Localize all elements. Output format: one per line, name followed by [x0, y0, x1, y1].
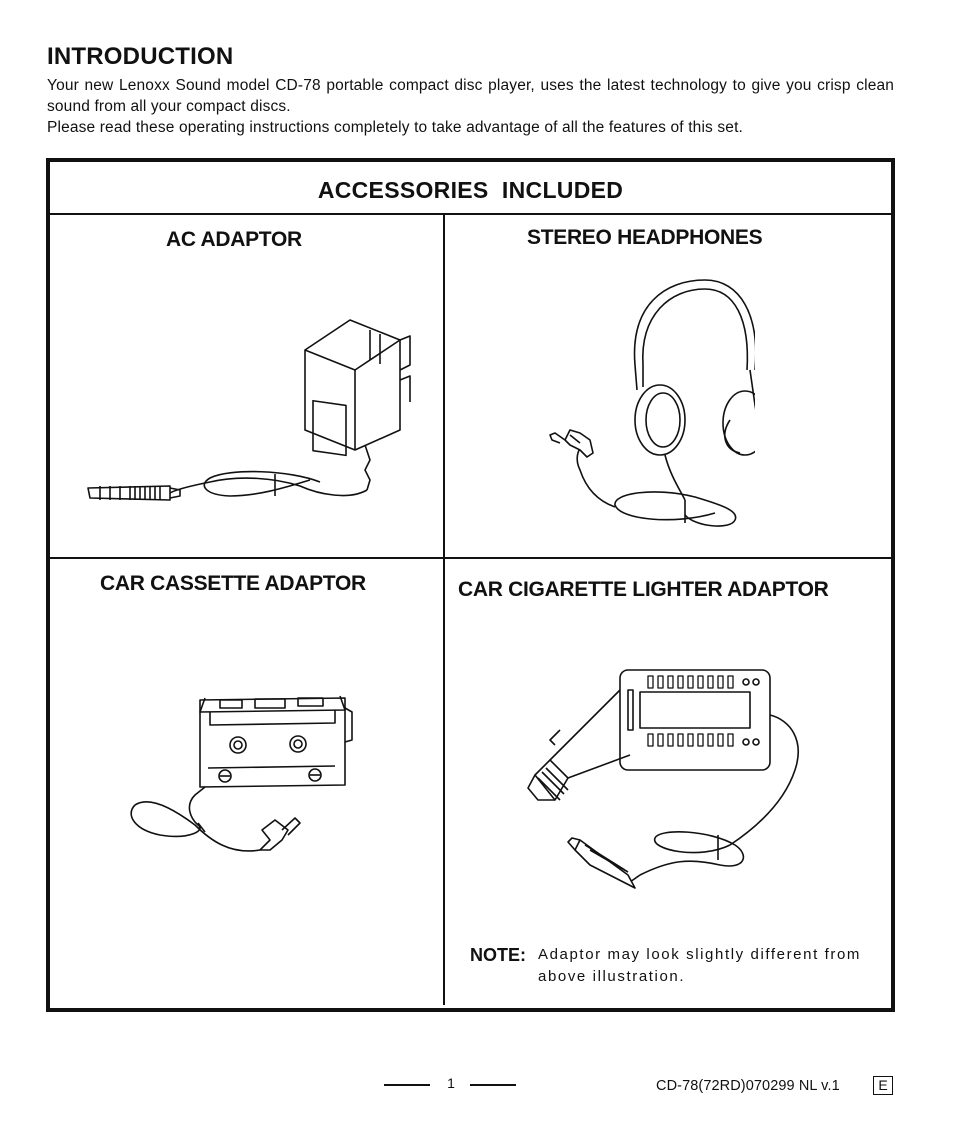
car-cigarette-lighter-adaptor-label: CAR CIGARETTE LIGHTER ADAPTOR [458, 578, 829, 601]
introduction-paragraph: Your new Lenoxx Sound model CD-78 portab… [47, 77, 894, 115]
headphones-illustration-icon [549, 279, 755, 527]
car-cassette-adaptor-label: CAR CASSETTE ADAPTOR [100, 572, 366, 595]
footer-rule-right [470, 1084, 516, 1086]
language-badge: E [873, 1076, 893, 1095]
note-label: NOTE: [470, 945, 526, 965]
cassette-adaptor-illustration-icon [130, 695, 353, 852]
grid-divider-vertical [443, 215, 445, 1005]
page-number: 1 [447, 1075, 455, 1091]
document-code: CD-78(72RD)070299 NL v.1 [656, 1078, 840, 1094]
introduction-heading: INTRODUCTION [47, 43, 234, 70]
note-text: Adaptor may look slightly different from… [538, 946, 862, 985]
accessories-box: ACCESSORIES INCLUDED [46, 158, 895, 1012]
ac-adaptor-label: AC ADAPTOR [166, 228, 302, 251]
introduction-text: Your new Lenoxx Sound model CD-78 portab… [47, 75, 894, 138]
accessories-title: ACCESSORIES INCLUDED [50, 162, 891, 215]
cigarette-lighter-adaptor-illustration-icon [527, 669, 799, 889]
ac-adaptor-illustration-icon [87, 319, 411, 501]
footer-rule-left [384, 1084, 430, 1086]
grid-divider-horizontal [50, 557, 891, 559]
introduction-paragraph: Please read these operating instructions… [47, 119, 743, 136]
stereo-headphones-label: STEREO HEADPHONES [527, 226, 763, 249]
